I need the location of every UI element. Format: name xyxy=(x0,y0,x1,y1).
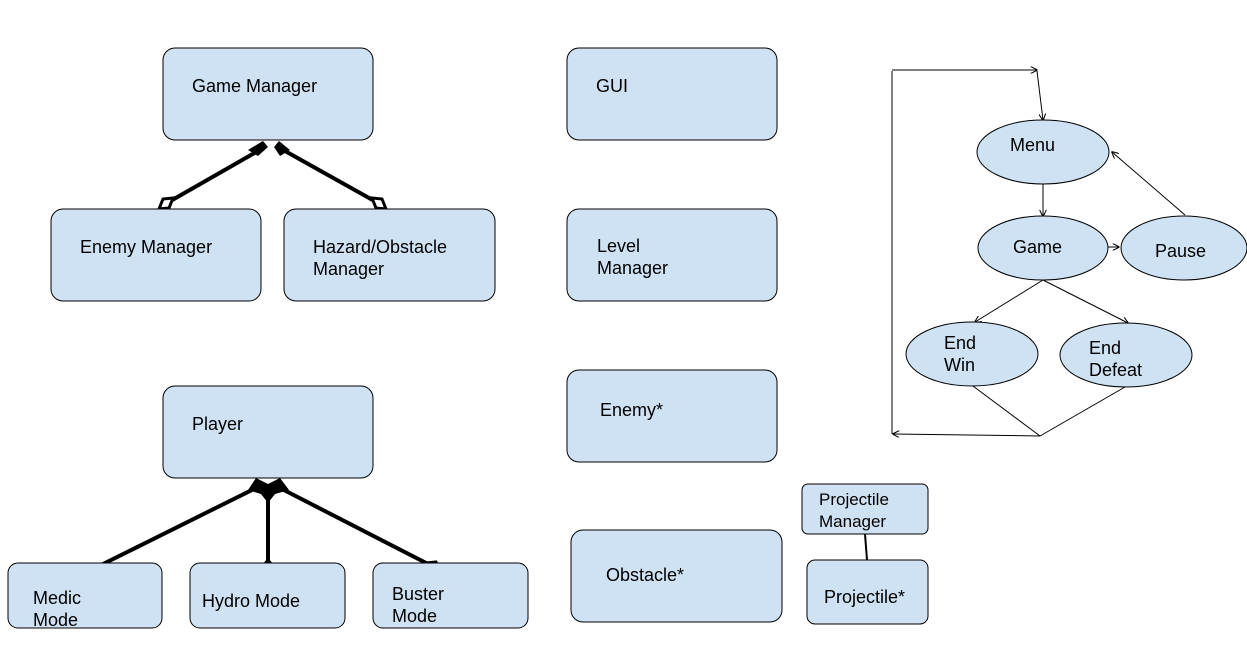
class-projectile-label-0: Projectile* xyxy=(824,587,905,607)
state-menu: Menu xyxy=(976,119,1110,185)
hollow-diamond-hazard-manager xyxy=(369,196,389,211)
class-enemy: Enemy* xyxy=(566,369,778,463)
state-end-defeat-label-1: Defeat xyxy=(1089,360,1142,380)
class-gui-label-0: GUI xyxy=(596,76,628,96)
composition-diamond-left xyxy=(248,141,268,156)
class-level-manager-label-0: Level xyxy=(597,236,640,256)
class-hazard-obstacle-manager: Hazard/Obstacle Manager xyxy=(283,208,496,302)
composition-connectors-game-manager xyxy=(156,141,389,211)
class-enemy-manager: Enemy Manager xyxy=(50,208,262,302)
state-end-defeat-label-0: End xyxy=(1089,338,1121,358)
transition-game-to-end-defeat xyxy=(1042,279,1128,323)
composition-diamond-right xyxy=(274,141,290,156)
class-projectile-manager-label-1: Manager xyxy=(819,512,886,531)
class-hazard-manager-label-0: Hazard/Obstacle xyxy=(313,237,447,257)
state-game: Game xyxy=(977,215,1109,281)
state-game-label-0: Game xyxy=(1013,237,1062,257)
transition-pause-to-menu xyxy=(1112,152,1186,216)
state-end-win: End Win xyxy=(905,321,1039,387)
class-level-manager: Level Manager xyxy=(566,208,778,302)
class-medic-mode-label-1: Mode xyxy=(33,610,78,630)
state-end-win-label-1: Win xyxy=(944,355,975,375)
state-transitions xyxy=(891,70,1186,437)
state-end-win-label-0: End xyxy=(944,333,976,353)
class-buster-mode-label-0: Buster xyxy=(392,584,444,604)
class-enemy-label-0: Enemy* xyxy=(600,400,663,420)
class-hydro-mode: Hydro Mode xyxy=(189,562,346,629)
state-pause-label-0: Pause xyxy=(1155,241,1206,261)
class-buster-mode: Buster Mode xyxy=(372,562,529,629)
composition-diamond-player xyxy=(248,478,289,503)
class-medic-mode-label-0: Medic xyxy=(33,588,81,608)
class-obstacle: Obstacle* xyxy=(570,529,783,623)
class-game-manager: Game Manager xyxy=(162,47,374,141)
class-player: Player xyxy=(162,385,374,479)
transition-end-defeat-to-merge xyxy=(1039,386,1126,437)
class-game-manager-label-0: Game Manager xyxy=(192,76,317,96)
class-hydro-mode-label-0: Hydro Mode xyxy=(202,591,300,611)
class-medic-mode: Medic Mode xyxy=(7,562,163,630)
transition-game-to-end-win xyxy=(975,279,1044,322)
class-enemy-manager-label-0: Enemy Manager xyxy=(80,237,212,257)
class-projectile-manager: Projectile Manager xyxy=(801,483,929,535)
transition-loop-into-menu xyxy=(1036,70,1043,120)
hollow-diamond-enemy-manager xyxy=(156,196,176,211)
state-pause: Pause xyxy=(1120,215,1247,281)
class-player-label-0: Player xyxy=(192,414,243,434)
state-menu-label-0: Menu xyxy=(1010,135,1055,155)
state-end-defeat: End Defeat xyxy=(1059,322,1193,388)
class-level-manager-label-1: Manager xyxy=(597,258,668,278)
class-hazard-manager-label-1: Manager xyxy=(313,259,384,279)
projectile-association-line xyxy=(864,533,868,561)
class-gui: GUI xyxy=(566,47,778,141)
class-obstacle-label-0: Obstacle* xyxy=(606,565,684,585)
transition-loop-bottom xyxy=(893,434,1041,436)
class-projectile: Projectile* xyxy=(806,559,929,625)
class-buster-mode-label-1: Mode xyxy=(392,606,437,626)
class-projectile-manager-label-0: Projectile xyxy=(819,490,889,509)
transition-end-win-to-merge xyxy=(972,385,1041,437)
